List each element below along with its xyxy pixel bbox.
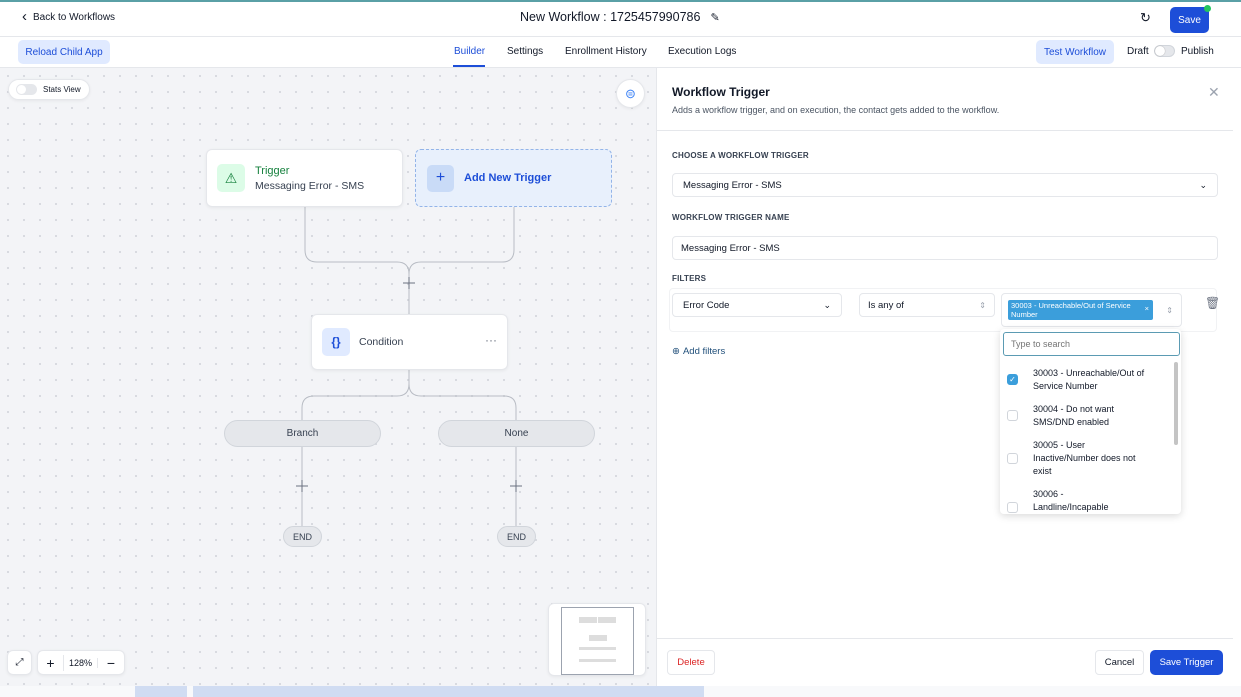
tab-execution-logs[interactable]: Execution Logs	[668, 46, 737, 57]
trigger-title: Trigger	[255, 164, 290, 177]
remove-tag-icon[interactable]: ×	[1144, 304, 1149, 313]
stats-view-label: Stats View	[43, 85, 81, 94]
stats-view-toggle[interactable]: Stats View	[8, 79, 90, 100]
trigger-panel: Workflow Trigger Adds a workflow trigger…	[656, 68, 1233, 686]
search-options-input[interactable]	[1003, 332, 1180, 356]
delete-button[interactable]: Delete	[667, 650, 715, 675]
close-icon[interactable]: ✕	[1208, 84, 1220, 100]
connectors	[296, 207, 522, 526]
panel-description: Adds a workflow trigger, and on executio…	[672, 105, 1000, 115]
filters-label: FILTERS	[672, 274, 707, 283]
bottom-tab[interactable]	[135, 686, 187, 697]
condition-label: Condition	[359, 336, 404, 348]
zoom-level: 128%	[64, 657, 98, 668]
plus-icon: +	[427, 164, 454, 192]
filter-operator-value: Is any of	[868, 299, 904, 311]
trigger-name-label: WORKFLOW TRIGGER NAME	[672, 213, 790, 222]
edit-pencil-icon[interactable]: ✎	[710, 11, 720, 24]
none-branch-pill[interactable]: None	[438, 420, 595, 447]
add-new-trigger-node[interactable]: + Add New Trigger	[415, 149, 612, 207]
trigger-type-value: Messaging Error - SMS	[683, 179, 782, 191]
option-item[interactable]: 30003 - Unreachable/Out of Service Numbe…	[1033, 367, 1148, 393]
bot-icon: ⊜	[625, 85, 636, 101]
updown-icon: ⇕	[1166, 305, 1173, 315]
trigger-name-input[interactable]: Messaging Error - SMS	[672, 236, 1218, 260]
toggle-switch[interactable]	[16, 84, 37, 95]
status-dot	[1204, 5, 1211, 12]
end-node: END	[283, 526, 322, 547]
chevron-left-icon: ‹	[22, 8, 27, 25]
test-workflow-button[interactable]: Test Workflow	[1036, 40, 1114, 64]
option-checkbox[interactable]	[1007, 453, 1018, 464]
updown-icon: ⇕	[979, 300, 986, 310]
workflow-title: New Workflow : 1725457990786	[520, 10, 701, 24]
option-item[interactable]: 30004 - Do not want SMS/DND enabled	[1033, 403, 1138, 429]
option-label: 30003 - Unreachable/Out of Service Numbe…	[1033, 368, 1145, 391]
tab-builder[interactable]: Builder	[454, 46, 486, 57]
option-checkbox[interactable]	[1007, 410, 1018, 421]
option-item[interactable]: 30006 - Landline/Incapable to	[1033, 488, 1113, 512]
top-bar: ‹ Back to Workflows New Workflow : 17254…	[0, 0, 1241, 37]
zoom-in-button[interactable]: +	[38, 654, 64, 671]
dropdown-scrollbar[interactable]	[1174, 362, 1178, 445]
chevron-down-icon: ⌄	[1199, 179, 1207, 190]
filter-field-select[interactable]: Error Code ⌄	[672, 293, 842, 317]
reload-child-app-button[interactable]: Reload Child App	[18, 40, 110, 64]
trigger-name-value: Messaging Error - SMS	[681, 242, 780, 254]
filter-field-value: Error Code	[683, 299, 730, 311]
bottom-tab[interactable]	[193, 686, 704, 697]
tab-enrollment-history[interactable]: Enrollment History	[565, 46, 647, 57]
minimap[interactable]	[548, 603, 646, 676]
zoom-controls: + 128% −	[37, 650, 125, 675]
chevron-down-icon: ⌄	[823, 299, 831, 310]
trash-icon[interactable]: 🗑	[1205, 296, 1221, 310]
end-node: END	[497, 526, 536, 547]
filter-row	[669, 288, 1217, 332]
selected-tag-label: 30003 - Unreachable/Out of Service Numbe…	[1011, 301, 1131, 319]
ai-assistant-button[interactable]: ⊜	[616, 79, 645, 108]
add-filters-button[interactable]: ⊕Add filters	[672, 346, 725, 357]
sub-bar: Reload Child App Builder Settings Enroll…	[0, 37, 1241, 68]
warning-triangle-icon: ⚠	[217, 164, 245, 192]
option-checkbox[interactable]: ✓	[1007, 374, 1018, 385]
option-label: 30004 - Do not want SMS/DND enabled	[1033, 404, 1115, 427]
trigger-subtitle: Messaging Error - SMS	[255, 179, 365, 192]
add-trigger-label: Add New Trigger	[464, 172, 552, 184]
braces-icon: {}	[322, 328, 350, 356]
save-trigger-button[interactable]: Save Trigger	[1150, 650, 1223, 675]
draft-label: Draft	[1127, 46, 1149, 57]
selected-tag: 30003 - Unreachable/Out of Service Numbe…	[1008, 300, 1153, 320]
plus-circle-icon: ⊕	[672, 346, 680, 357]
back-to-workflows-link[interactable]: ‹ Back to Workflows	[22, 8, 116, 25]
publish-toggle[interactable]	[1154, 45, 1175, 57]
condition-node[interactable]: {} Condition ···	[311, 314, 508, 370]
option-label: 30006 - Landline/Incapable to	[1033, 489, 1109, 512]
tab-active-underline	[453, 65, 485, 67]
option-checkbox[interactable]	[1007, 502, 1018, 513]
history-icon[interactable]: ↻	[1140, 10, 1151, 25]
tab-settings[interactable]: Settings	[507, 46, 544, 57]
cancel-button[interactable]: Cancel	[1095, 650, 1144, 675]
publish-label: Publish	[1181, 46, 1214, 57]
add-filters-label: Add filters	[682, 346, 726, 357]
zoom-out-button[interactable]: −	[106, 654, 116, 671]
option-item[interactable]: 30005 - User Inactive/Number does not ex…	[1033, 439, 1151, 478]
expand-icon: ⤢	[15, 657, 24, 668]
filter-operator-select[interactable]: Is any of ⇕	[859, 293, 995, 317]
branch-pill[interactable]: Branch	[224, 420, 381, 447]
choose-trigger-label: CHOOSE A WORKFLOW TRIGGER	[672, 151, 809, 160]
filter-value-multiselect[interactable]: 30003 - Unreachable/Out of Service Numbe…	[1001, 293, 1182, 327]
trigger-type-select[interactable]: Messaging Error - SMS ⌄	[672, 173, 1218, 197]
more-options-icon[interactable]: ···	[485, 333, 497, 347]
options-dropdown	[1000, 329, 1181, 514]
back-label: Back to Workflows	[33, 11, 116, 23]
fit-view-button[interactable]: ⤢	[7, 650, 32, 675]
save-button[interactable]: Save	[1170, 7, 1209, 33]
panel-title: Workflow Trigger	[672, 85, 770, 99]
option-label: 30005 - User Inactive/Number does not ex…	[1033, 440, 1136, 476]
